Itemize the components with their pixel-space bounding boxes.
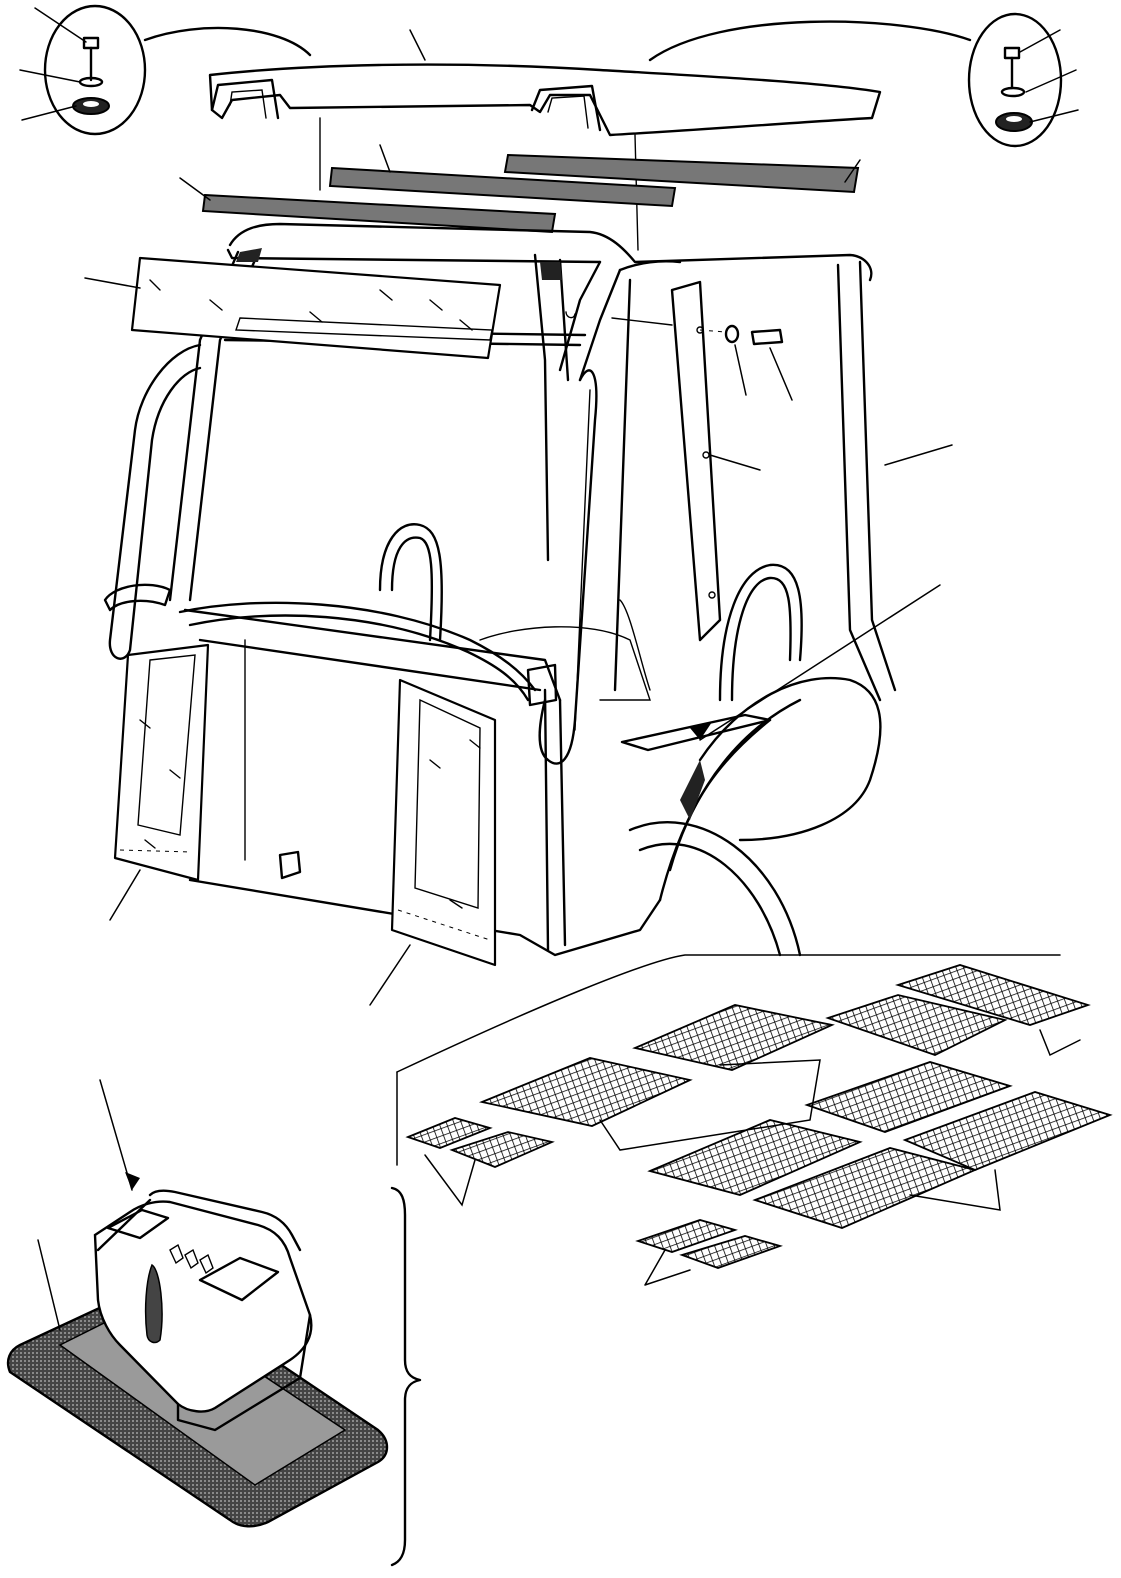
grouping-brace: [390, 1186, 422, 1567]
floor-mats: [396, 954, 1113, 1286]
bolt-washer-nut-left: [19, 4, 312, 136]
cab-frame: [103, 222, 953, 957]
side-trim-strip: [565, 280, 761, 642]
roof-cap: [208, 29, 882, 251]
door-glass-right: [369, 678, 497, 1006]
front-upper-glass: [84, 256, 502, 360]
bolt-washer-nut-right: [648, 12, 1079, 148]
roof-seal-strips: [179, 144, 861, 234]
door-glass-left: [109, 643, 210, 921]
bolt-washer-pillar: [699, 324, 793, 401]
console-cover: [93, 1079, 313, 1432]
